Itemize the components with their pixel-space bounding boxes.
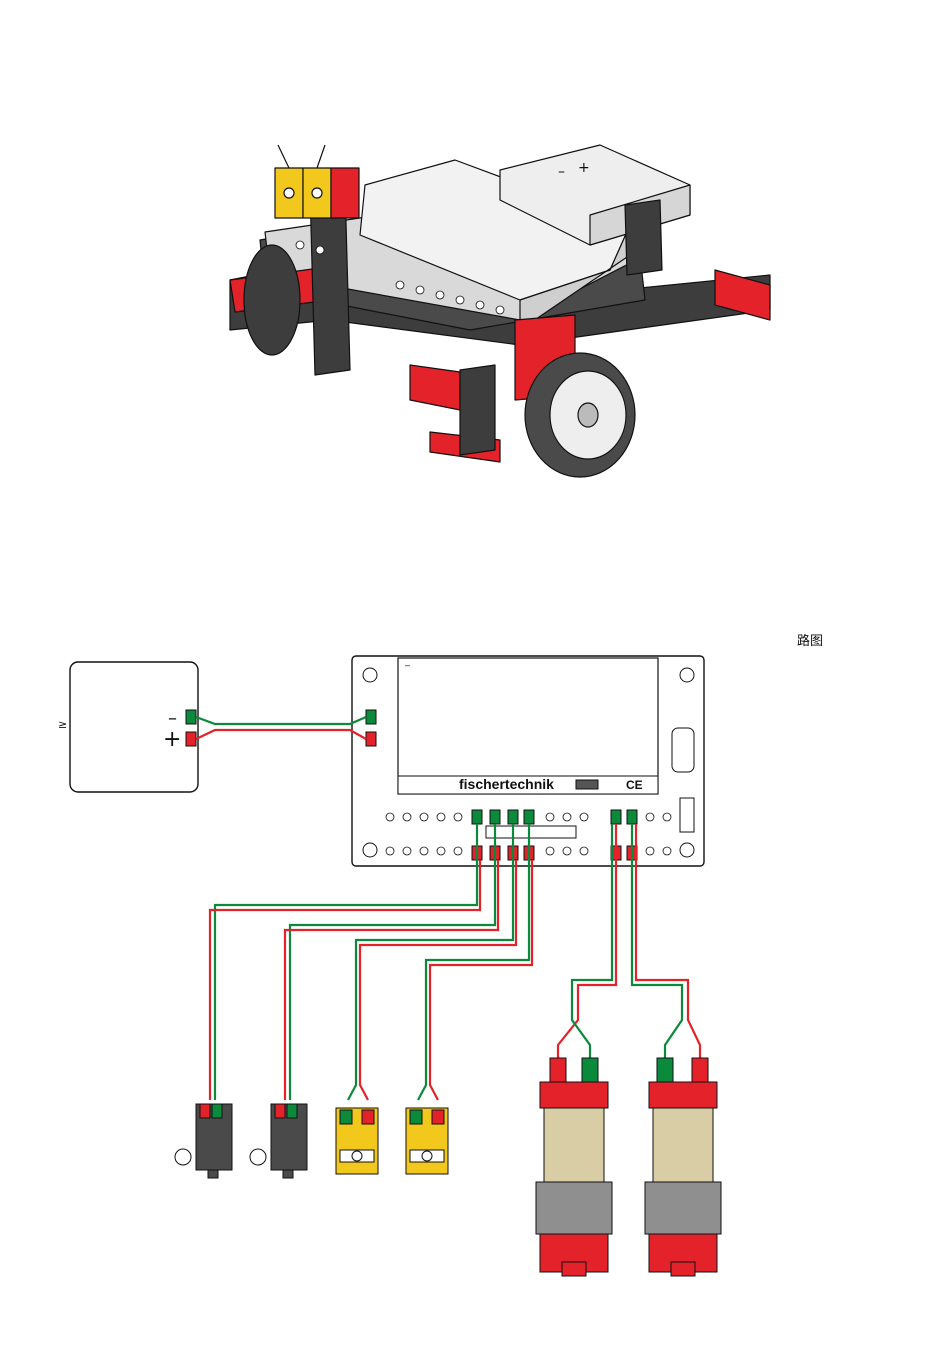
controller-minus-mark: –: [405, 660, 410, 670]
phototransistor-1: [336, 1108, 378, 1174]
controller-brand: fischertechnik: [459, 776, 554, 792]
power-wires: [196, 717, 366, 739]
battery-plus-label: +: [163, 727, 181, 752]
motor-2: [645, 1058, 721, 1276]
phototransistor-2: [406, 1108, 448, 1174]
pushbutton-switch-1: [175, 1104, 232, 1178]
battery-pack: – + ≥: [58, 662, 198, 792]
battery-minus-label: –: [168, 708, 177, 729]
pushbutton-switch-2: [250, 1104, 307, 1178]
battery-side-label: ≥: [58, 718, 67, 731]
ce-mark: CE: [626, 778, 643, 792]
motor-1: [536, 1058, 612, 1276]
